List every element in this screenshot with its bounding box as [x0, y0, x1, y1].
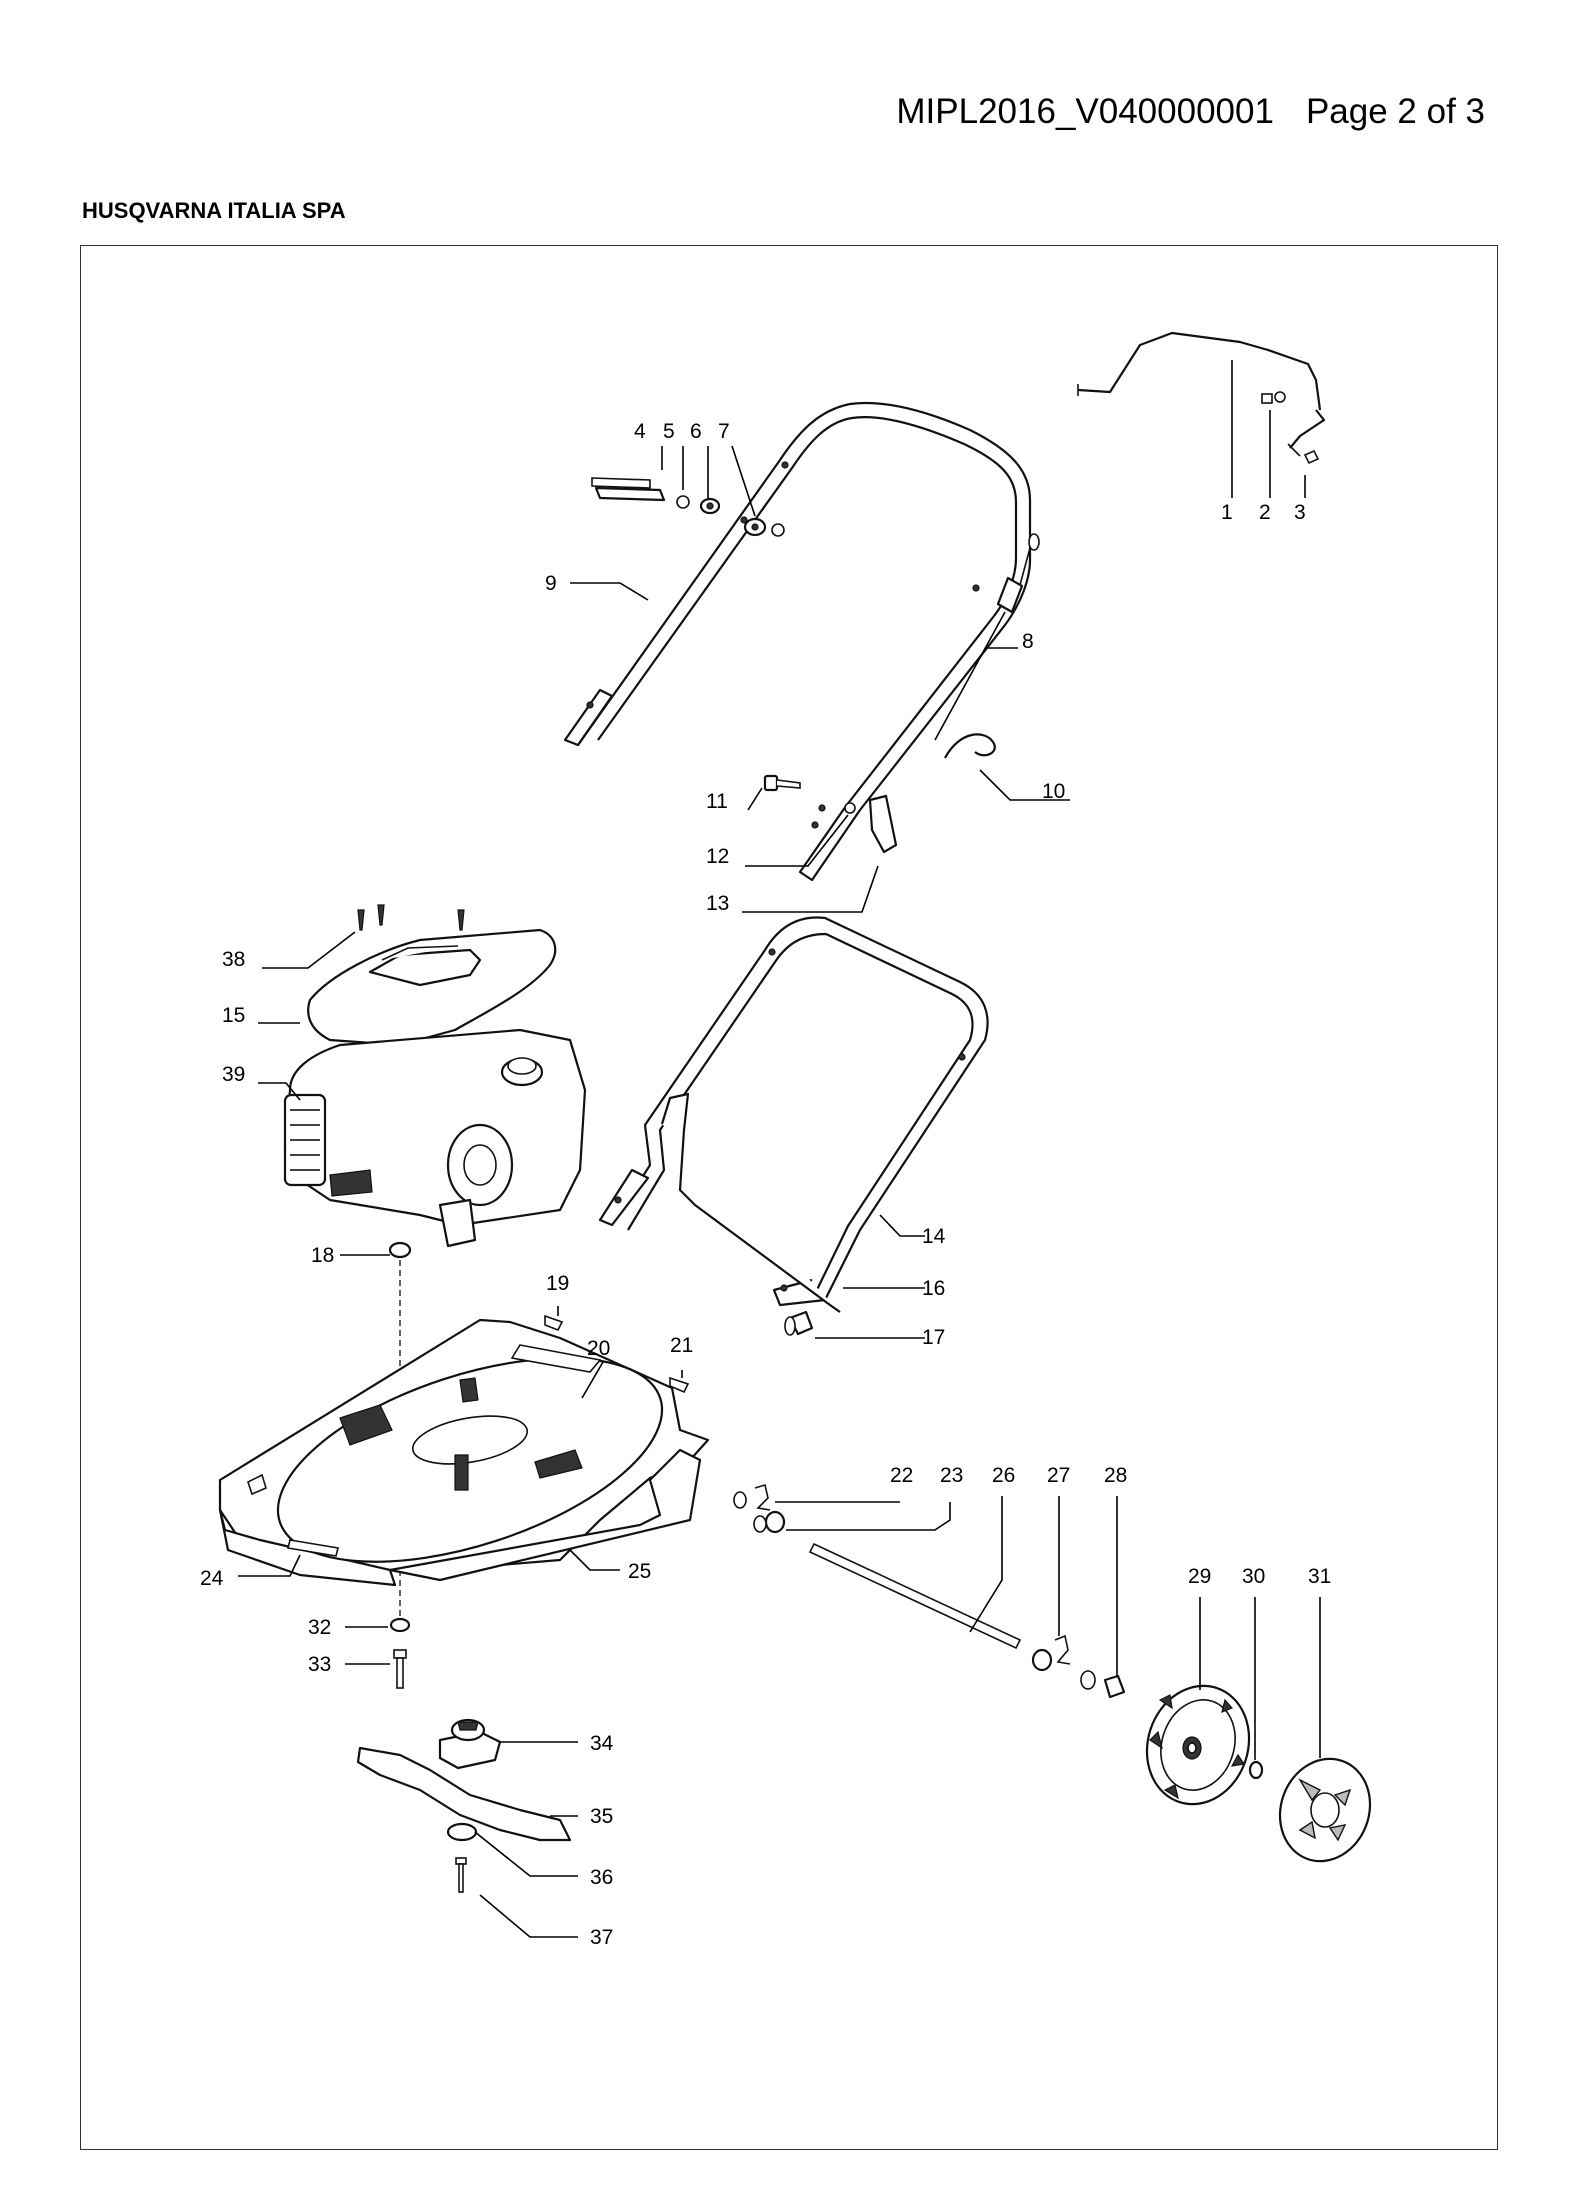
mower-deck: [218, 1318, 710, 1587]
lower-handle-nut: [844, 802, 856, 814]
engine-spacer: [388, 1241, 412, 1259]
callout-1: 1: [1221, 501, 1233, 524]
callout-21: 21: [670, 1334, 693, 1357]
callout-24: 24: [200, 1567, 224, 1590]
diagram-frame: [80, 245, 1498, 2150]
handle-bracket: [868, 794, 898, 854]
callout-29: 29: [1188, 1565, 1211, 1588]
blade-adapter-nut: [389, 1617, 411, 1633]
blade-bolt: [455, 1857, 467, 1893]
brake-cable: [934, 533, 1040, 741]
callout-12: 12: [706, 845, 729, 868]
callout-27: 27: [1047, 1464, 1070, 1487]
cover-screws: [357, 904, 465, 931]
cable-clip: [944, 733, 996, 759]
callout-13: 13: [706, 892, 729, 915]
handle-washers: [676, 495, 785, 537]
callout-numbers: 1 2 3 4 5 6 7 8 9 10 11 12 13 14 15 16 1…: [200, 420, 1331, 1949]
callout-15: 15: [222, 1004, 245, 1027]
callout-34: 34: [590, 1732, 614, 1755]
axle-spring-assembly-left: [733, 1483, 786, 1534]
callout-3: 3: [1294, 501, 1306, 524]
callout-23: 23: [940, 1464, 963, 1487]
upper-handle: [563, 401, 1032, 882]
callout-39: 39: [222, 1063, 245, 1086]
callout-32: 32: [308, 1616, 331, 1639]
callout-36: 36: [590, 1866, 613, 1889]
rear-wheel: [1145, 1684, 1251, 1806]
callout-33: 33: [308, 1653, 331, 1676]
callout-26: 26: [992, 1464, 1015, 1487]
rear-axle: [808, 1542, 1022, 1650]
blade-adapter-bolt: [393, 1649, 407, 1689]
bail-nut-and-washer: [1261, 391, 1320, 465]
deck-screws: [544, 1314, 690, 1394]
blade-adapter: [438, 1718, 502, 1770]
callout-5: 5: [663, 420, 675, 443]
engine-assembly: [283, 904, 587, 1248]
callout-20: 20: [587, 1337, 610, 1360]
handle-end-cap: [784, 1310, 814, 1336]
callout-16: 16: [922, 1277, 945, 1300]
wheel-hubcap: [1278, 1757, 1372, 1863]
callout-19: 19: [546, 1272, 569, 1295]
callout-37: 37: [590, 1926, 613, 1949]
handle-knob-bolt: [591, 477, 666, 502]
callout-31: 31: [1308, 1565, 1331, 1588]
lower-handle-bolt: [763, 774, 801, 792]
callout-22: 22: [890, 1464, 913, 1487]
page-indicator: Page 2 of 3: [1305, 92, 1485, 131]
callout-18: 18: [311, 1244, 334, 1267]
callout-7: 7: [718, 420, 730, 443]
document-header: MIPL2016_V040000001 Page 2 of 3: [896, 92, 1485, 132]
blade-washer: [446, 1822, 478, 1842]
callout-14: 14: [922, 1225, 946, 1248]
callout-4: 4: [634, 420, 646, 443]
callout-38: 38: [222, 948, 245, 971]
leader-lines: [238, 360, 1321, 1938]
cutting-blade: [356, 1746, 572, 1842]
wheel-nut: [1248, 1760, 1264, 1780]
callout-10: 10: [1042, 780, 1065, 803]
control-rod: [660, 1092, 841, 1313]
callout-9: 9: [545, 572, 557, 595]
callout-28: 28: [1104, 1464, 1127, 1487]
control-bail-bar: [1077, 331, 1326, 457]
callout-35: 35: [590, 1805, 613, 1828]
callout-30: 30: [1242, 1565, 1265, 1588]
callout-17: 17: [922, 1326, 945, 1349]
company-name: HUSQVARNA ITALIA SPA: [82, 198, 346, 223]
axle-spring-assembly-right: [1031, 1634, 1126, 1699]
document-id: MIPL2016_V040000001: [896, 92, 1274, 131]
callout-25: 25: [628, 1560, 651, 1583]
callout-11: 11: [706, 790, 728, 813]
callout-6: 6: [690, 420, 702, 443]
callout-2: 2: [1259, 501, 1271, 524]
callout-8: 8: [1022, 630, 1034, 653]
